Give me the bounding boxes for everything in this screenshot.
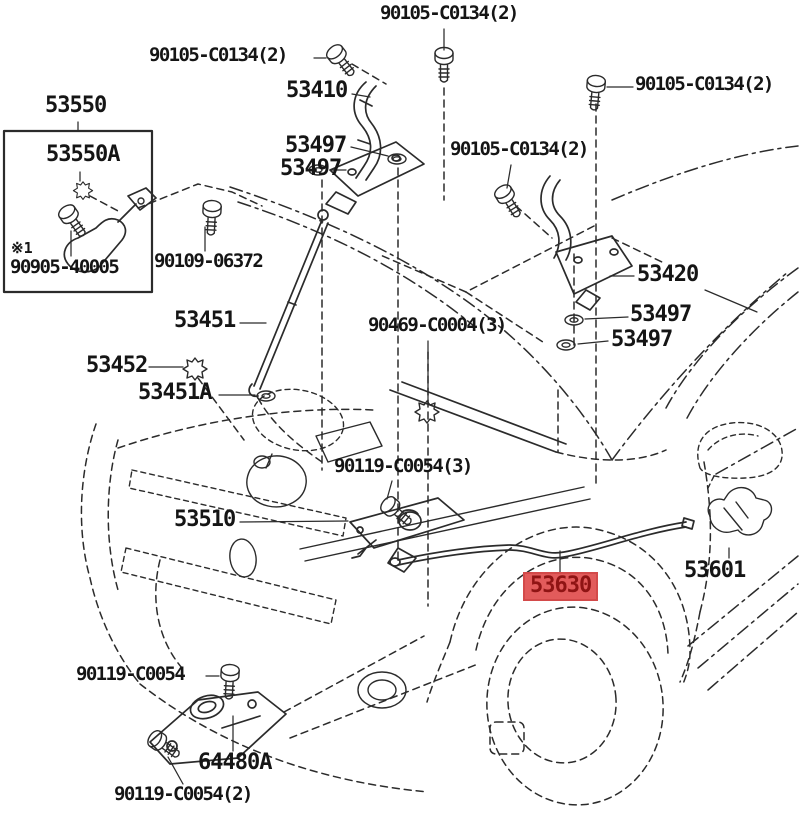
bolt-icon [55, 201, 92, 242]
a-pillar [665, 267, 799, 421]
fog-lamp [357, 671, 407, 709]
hood-hinge-53420 [540, 175, 633, 311]
part-label-90105-c0134-upper-right: 90105-C0134(2) [635, 73, 774, 95]
headlamp [251, 388, 345, 452]
bolt-icon [434, 46, 454, 83]
part-label-53630-highlighted: 53630 [523, 572, 599, 601]
radiator-support [299, 486, 591, 562]
part-label-53550: 53550 [45, 93, 107, 118]
front-bumper [80, 408, 525, 793]
part-label-53451: 53451 [174, 308, 236, 333]
hood-prop-rod-53451 [248, 209, 329, 398]
part-label-90105-c0134-mid: 90105-C0134(2) [450, 138, 589, 160]
part-label-53451A: 53451A [138, 380, 212, 405]
part-label-90109-06372: 90109-06372 [154, 250, 264, 272]
front-wheel [486, 606, 664, 806]
hood-hinge-53410 [325, 81, 425, 215]
part-label-53497-d: 53497 [611, 327, 673, 352]
part-label-90119-c0054-3: 90119-C0054(3) [334, 455, 473, 477]
release-lever-box-53550 [2, 129, 157, 294]
cable-clamp-53601 [707, 487, 773, 536]
part-label-53497-c: 53497 [630, 302, 692, 327]
part-label-53550A: 53550A [46, 142, 120, 167]
part-label-53601: 53601 [684, 558, 746, 583]
part-label-53510: 53510 [174, 507, 236, 532]
part-label-90105-c0134-top: 90105-C0134(2) [380, 2, 519, 24]
side-mirror [697, 421, 783, 493]
marker-lamp [229, 538, 257, 578]
bolt-icon [491, 181, 527, 222]
washer-reservoir [246, 421, 383, 508]
part-label-64480A: 64480A [198, 750, 272, 775]
part-label-90119-c0054: 90119-C0054 [76, 663, 186, 685]
alignment-lines [89, 63, 663, 739]
note-marker: ※1 [11, 239, 33, 257]
hood-outline [229, 145, 799, 461]
part-label-53420: 53420 [637, 262, 699, 287]
clip-icon [182, 357, 208, 381]
leader-lines [70, 28, 758, 785]
cowl [389, 381, 667, 461]
part-label-90105-c0134-upper-left: 90105-C0134(2) [149, 44, 288, 66]
part-label-53410: 53410 [286, 78, 348, 103]
grommet-icon [556, 339, 576, 351]
part-label-90905-40005: 90905-40005 [10, 256, 120, 278]
part-label-53497-b: 53497 [280, 156, 342, 181]
bolt-icon [323, 41, 361, 81]
clip-icon [72, 181, 94, 200]
part-label-90119-c0054-2: 90119-C0054(2) [114, 783, 253, 805]
clips [72, 181, 440, 424]
part-label-53452: 53452 [86, 353, 148, 378]
hood-lock-53510 [349, 497, 465, 573]
hood-latch-64480 [149, 691, 287, 765]
hood-release-cable-53630 [389, 517, 695, 567]
part-label-53497-a: 53497 [285, 133, 347, 158]
inset-box [2, 129, 154, 294]
front-fender-arch [426, 526, 691, 703]
grommet-icon [256, 390, 276, 402]
grille [120, 469, 347, 625]
part-label-90469-c0004: 90469-C0004(3) [368, 314, 507, 336]
